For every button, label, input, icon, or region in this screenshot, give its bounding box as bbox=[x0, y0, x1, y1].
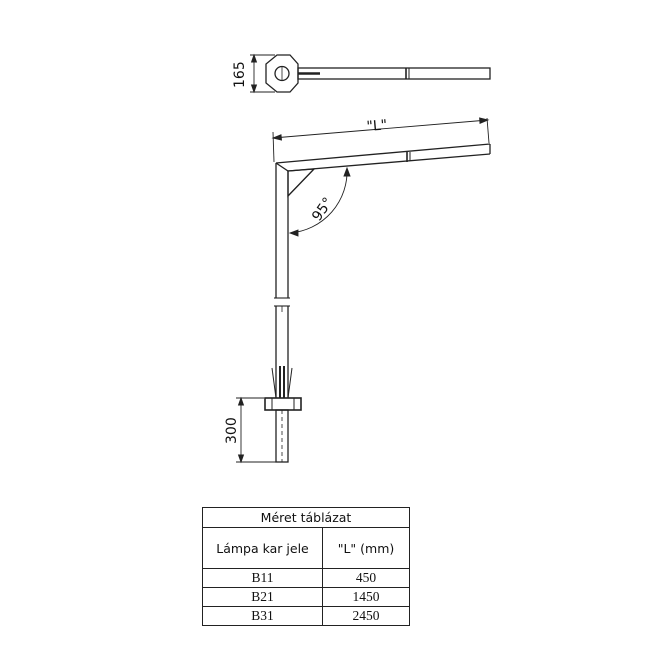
cell-length: 450 bbox=[322, 568, 410, 588]
cell-length: 2450 bbox=[322, 606, 410, 626]
dim-300-label: 300 bbox=[224, 417, 240, 444]
cell-length: 1450 bbox=[322, 587, 410, 607]
header-code: Lámpa kar jele bbox=[202, 527, 323, 569]
cell-code: B31 bbox=[202, 606, 323, 626]
table-row: B31 2450 bbox=[202, 606, 410, 626]
dim-L-label: "L" bbox=[366, 117, 388, 135]
size-table: Méret táblázat Lámpa kar jele "L" (mm) B… bbox=[202, 507, 410, 626]
dim-angle bbox=[288, 166, 351, 237]
dim-angle-label: 95° bbox=[309, 195, 336, 225]
dim-165-label: 165 bbox=[232, 61, 248, 88]
mounting-plate bbox=[265, 54, 299, 93]
cell-code: B21 bbox=[202, 587, 323, 607]
base-nut bbox=[264, 397, 302, 411]
table-title: Méret táblázat bbox=[202, 507, 410, 528]
header-length: "L" (mm) bbox=[322, 527, 410, 569]
side-view bbox=[264, 143, 491, 463]
dim-300 bbox=[236, 396, 276, 464]
cell-code: B11 bbox=[202, 568, 323, 588]
top-view bbox=[265, 54, 491, 93]
dim-165 bbox=[250, 53, 275, 94]
table-row: B11 450 bbox=[202, 568, 410, 588]
table-row: B21 1450 bbox=[202, 587, 410, 607]
dim-L bbox=[271, 117, 490, 163]
top-arm-tube bbox=[297, 67, 491, 80]
